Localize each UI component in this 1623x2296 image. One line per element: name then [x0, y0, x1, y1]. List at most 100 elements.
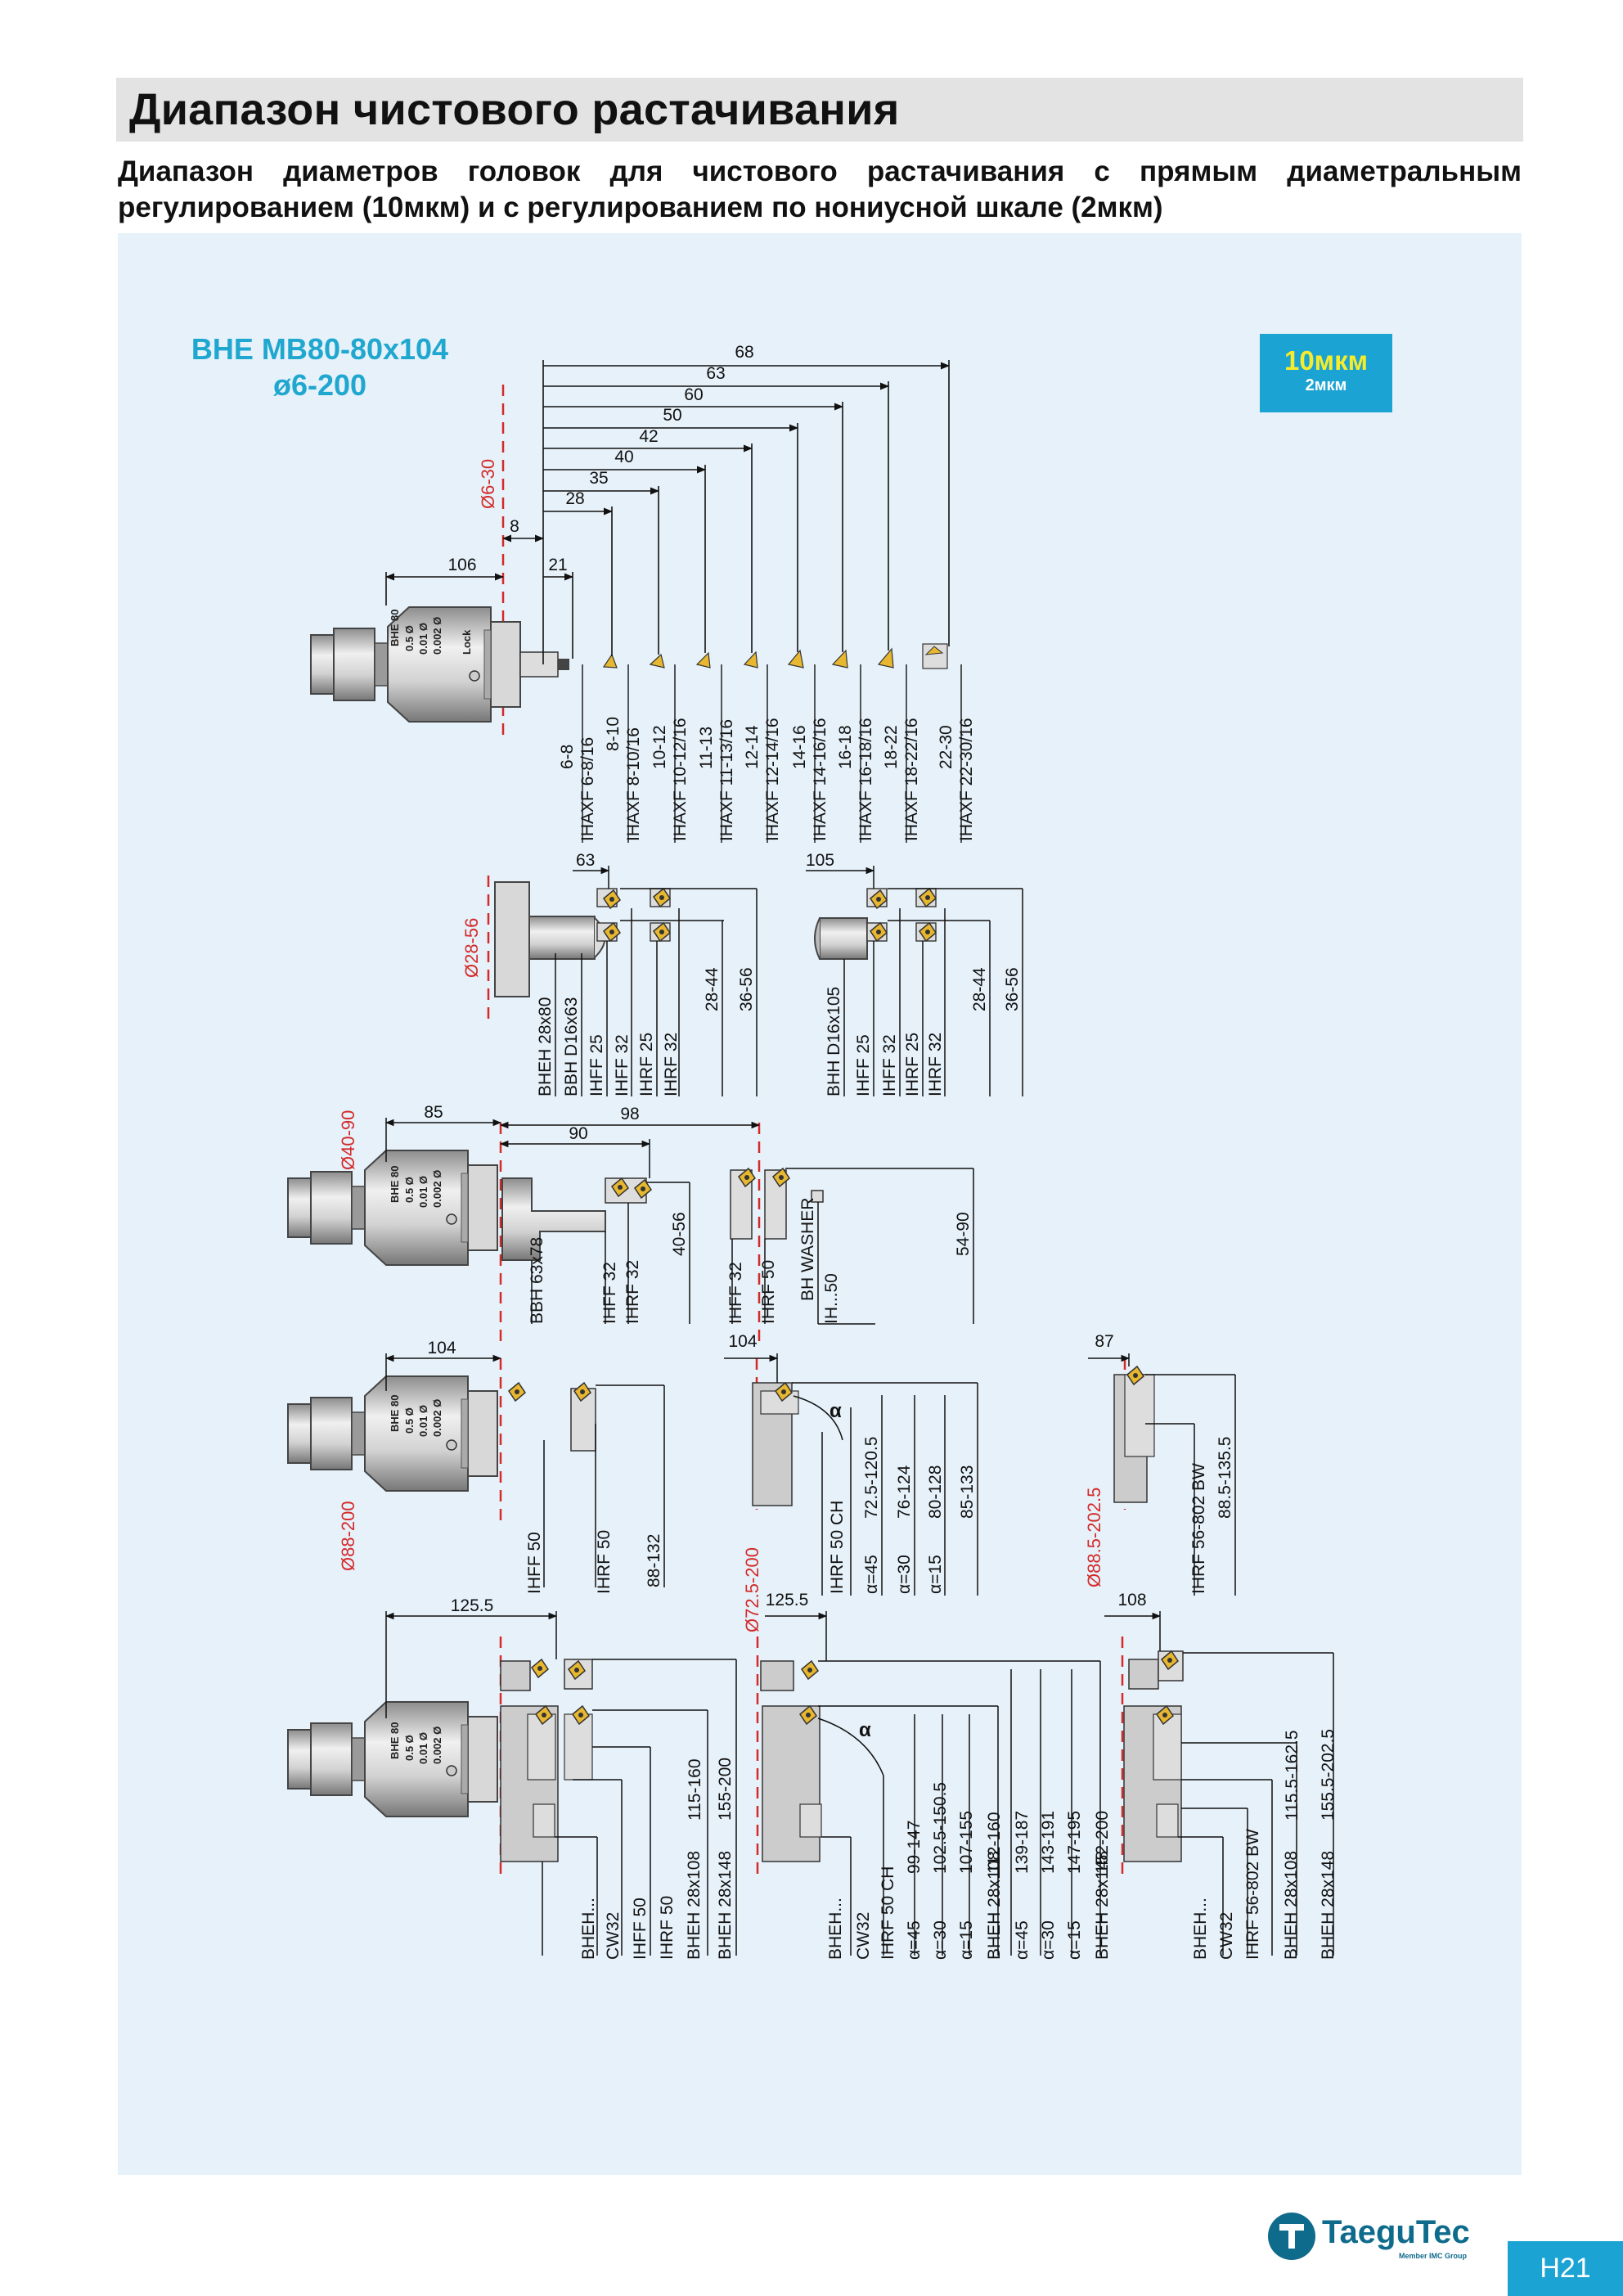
svg-text:155-200: 155-200	[716, 1758, 735, 1821]
section-5: BHE 80 0.5 Ø 0.01 Ø 0.002 Ø α	[287, 1591, 1338, 1960]
section-4: Ø88-200 Ø72.5-200 Ø88.5-202.5 BHE 80 0.5…	[287, 1332, 1236, 1632]
svg-text:28: 28	[565, 489, 584, 508]
range-label-s3: Ø40-90	[338, 1110, 358, 1170]
svg-text:0.002 Ø: 0.002 Ø	[431, 1727, 443, 1764]
svg-text:152-200: 152-200	[1093, 1811, 1112, 1874]
svg-text:IHRF 32: IHRF 32	[926, 1033, 945, 1096]
svg-text:BBH 63x78: BBH 63x78	[528, 1237, 546, 1324]
svg-text:104: 104	[427, 1339, 456, 1357]
svg-text:α=45: α=45	[1013, 1920, 1032, 1960]
svg-text:90: 90	[569, 1124, 587, 1143]
section-1: Ø6-30 BHE 80 0.5 Ø 0.01 Ø 0.002 Ø Lock	[310, 343, 976, 843]
svg-text:IHRF 50 CH: IHRF 50 CH	[828, 1501, 847, 1594]
svg-text:α: α	[829, 1400, 842, 1422]
svg-text:IHFF 32: IHFF 32	[726, 1262, 745, 1324]
brand-logo: TaeguTec Member IMC Group	[1268, 2209, 1481, 2267]
svg-text:IHFF 50: IHFF 50	[631, 1898, 650, 1960]
svg-text:BHEH 28x108: BHEH 28x108	[1282, 1851, 1301, 1960]
svg-text:IHRF 50 CH: IHRF 50 CH	[879, 1866, 897, 1960]
boring-head-s4	[287, 1375, 498, 1492]
svg-text:0.5 Ø: 0.5 Ø	[403, 1735, 416, 1761]
svg-text:BH WASHER: BH WASHER	[798, 1198, 817, 1301]
svg-text:CW32: CW32	[604, 1912, 623, 1960]
svg-text:Lock: Lock	[461, 629, 473, 655]
svg-text:BHEH...: BHEH...	[826, 1898, 845, 1960]
svg-text:0.01 Ø: 0.01 Ø	[417, 1405, 429, 1437]
range-label-s1: Ø6-30	[478, 459, 498, 509]
svg-text:BHEH 28x108: BHEH 28x108	[985, 1851, 1004, 1960]
svg-text:10-12: 10-12	[650, 725, 669, 769]
svg-text:107-155: 107-155	[957, 1811, 976, 1874]
svg-text:BHE 80: BHE 80	[389, 609, 401, 646]
svg-text:IHFF 32: IHFF 32	[880, 1034, 899, 1096]
model-name: BHE MB80-80x104	[191, 332, 449, 366]
svg-text:85: 85	[424, 1103, 443, 1122]
svg-text:8: 8	[510, 517, 519, 536]
svg-text:6-8: 6-8	[558, 745, 577, 769]
svg-text:IHFF 25: IHFF 25	[854, 1034, 873, 1096]
brand-name: TaeguTec	[1322, 2214, 1470, 2250]
badge-secondary: 2мкм	[1305, 376, 1347, 394]
svg-text:IHRF 50: IHRF 50	[658, 1896, 677, 1960]
svg-text:105: 105	[806, 851, 834, 870]
svg-text:IH...50: IH...50	[822, 1273, 841, 1324]
svg-text:IHFF 32: IHFF 32	[600, 1262, 619, 1324]
precision-badge: 10мкм 2мкм	[1260, 334, 1392, 412]
svg-text:CW32: CW32	[854, 1912, 873, 1960]
svg-text:139-187: 139-187	[1013, 1811, 1032, 1874]
svg-text:99-147: 99-147	[905, 1821, 924, 1874]
svg-text:IHFF 50: IHFF 50	[525, 1532, 544, 1594]
svg-text:28-44: 28-44	[703, 967, 722, 1011]
svg-text:0.01 Ø: 0.01 Ø	[417, 1176, 429, 1208]
section-2: Ø28-56	[461, 851, 1023, 1096]
svg-text:98: 98	[620, 1105, 639, 1123]
svg-text:76-124: 76-124	[895, 1465, 914, 1519]
svg-text:102.5-150.5: 102.5-150.5	[931, 1782, 950, 1874]
tool-tips-s1	[602, 643, 948, 669]
svg-text:BHE 80: BHE 80	[389, 1722, 401, 1759]
svg-text:155.5-202.5: 155.5-202.5	[1319, 1729, 1338, 1821]
svg-text:IHRF 56-802 BW: IHRF 56-802 BW	[1189, 1463, 1208, 1594]
svg-text:α=45: α=45	[905, 1920, 924, 1960]
svg-text:IHRF 25: IHRF 25	[903, 1033, 922, 1096]
svg-text:IHRF 32: IHRF 32	[623, 1260, 642, 1324]
model-title: BHE MB80-80x104 ø6-200	[178, 331, 461, 403]
svg-text:125.5: 125.5	[451, 1596, 494, 1615]
title-bar: Диапазон чистового растачивания	[116, 78, 1523, 142]
badge-primary: 10мкм	[1284, 345, 1369, 376]
section-3: Ø40-90 BHE 80 0.5 Ø 0.01 Ø 0.002 Ø	[287, 1103, 974, 1342]
svg-text:α=15: α=15	[957, 1920, 976, 1960]
svg-text:22-30: 22-30	[937, 725, 955, 769]
dimension-lines-s1	[384, 360, 951, 664]
tool-labels-s1: IHAXF 6-8/16 IHAXF 8-10/16 IHAXF 10-12/1…	[578, 718, 976, 841]
svg-text:0.5 Ø: 0.5 Ø	[403, 1407, 416, 1434]
svg-text:IHAXF 16-18/16: IHAXF 16-18/16	[856, 718, 875, 841]
model-range: ø6-200	[272, 368, 367, 402]
page-number: H21	[1508, 2241, 1623, 2296]
svg-text:IHFF 32: IHFF 32	[613, 1034, 632, 1096]
svg-text:0.002 Ø: 0.002 Ø	[431, 617, 443, 655]
svg-text:143-191: 143-191	[1039, 1811, 1058, 1874]
range-label-s4-right: Ø88.5-202.5	[1084, 1488, 1104, 1587]
svg-text:IHAXF 14-16/16: IHAXF 14-16/16	[811, 718, 829, 841]
svg-text:IHRF 50: IHRF 50	[595, 1530, 614, 1594]
svg-text:63: 63	[576, 851, 595, 870]
svg-text:IHAXF 22-30/16: IHAXF 22-30/16	[957, 718, 976, 841]
svg-text:40: 40	[614, 448, 633, 466]
svg-text:147-195: 147-195	[1065, 1811, 1084, 1874]
page-title: Диапазон чистового растачивания	[129, 85, 900, 134]
svg-text:α=15: α=15	[926, 1555, 945, 1594]
svg-text:BHEH 28x148: BHEH 28x148	[1319, 1851, 1338, 1960]
svg-text:18-22: 18-22	[882, 725, 901, 769]
svg-text:50: 50	[663, 406, 681, 425]
svg-text:40-56: 40-56	[670, 1212, 689, 1256]
svg-text:0.5 Ø: 0.5 Ø	[403, 625, 416, 651]
svg-text:IHAXF 6-8/16: IHAXF 6-8/16	[578, 737, 597, 841]
svg-text:104: 104	[728, 1332, 757, 1351]
svg-text:IHAXF 11-13/16: IHAXF 11-13/16	[717, 719, 736, 841]
svg-text:0.01 Ø: 0.01 Ø	[417, 1732, 429, 1764]
svg-text:11-13: 11-13	[697, 727, 716, 769]
svg-text:BBH D16x63: BBH D16x63	[562, 997, 581, 1096]
svg-text:68: 68	[735, 343, 753, 362]
